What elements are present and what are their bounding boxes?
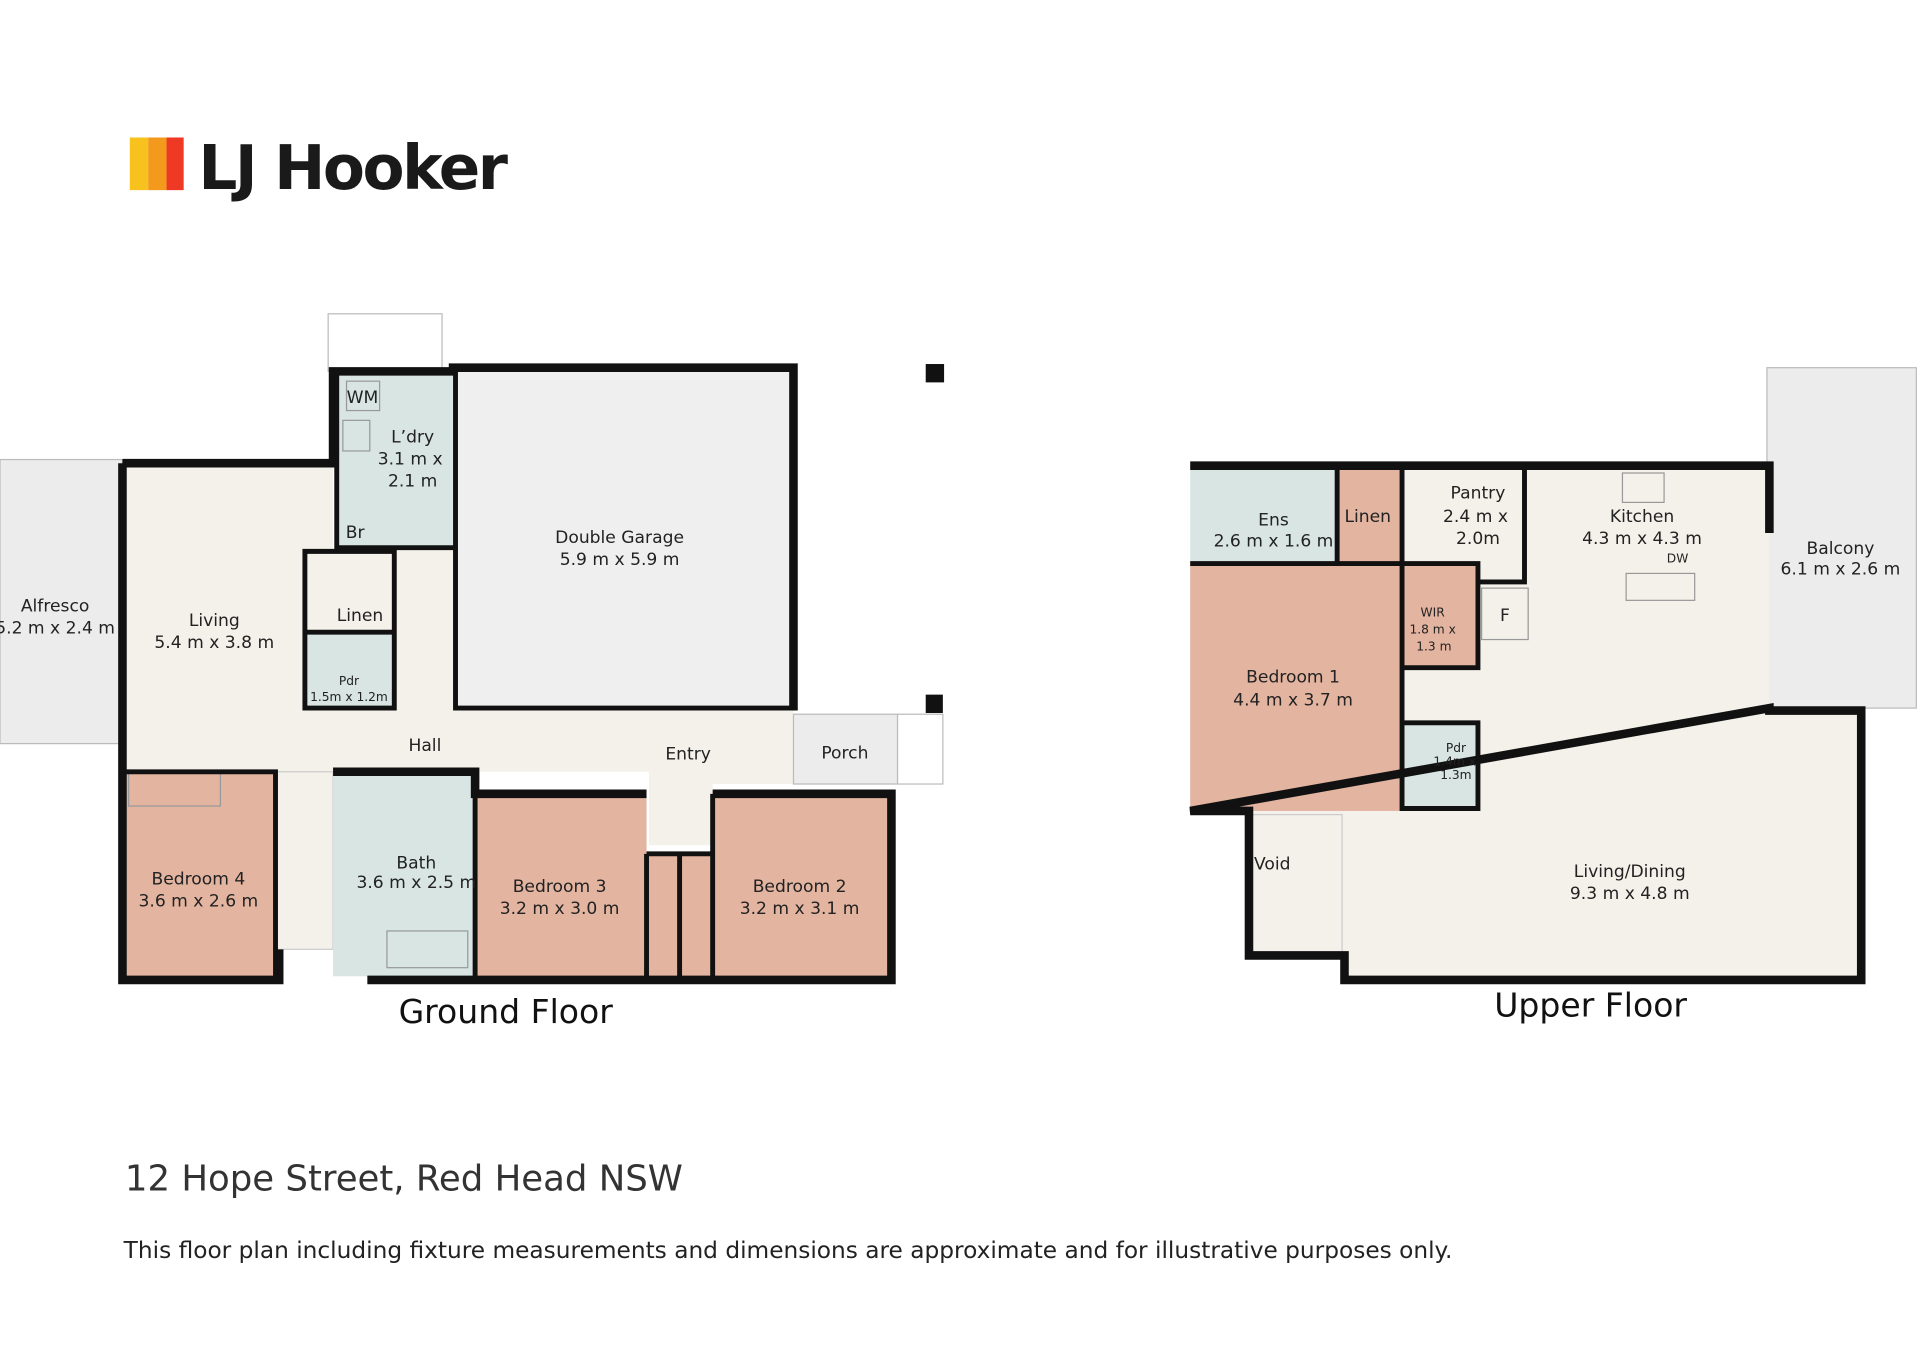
lj-hooker-logo: LJ Hooker: [129, 133, 511, 204]
linen-room: [304, 551, 395, 633]
upper-rooms-pdr-name-label: Pdr: [1446, 741, 1467, 755]
laundry-room: [336, 371, 454, 548]
ground-rooms-bed4-name-label: Bedroom 4: [151, 869, 245, 889]
ground-rooms-pdr-dim-label: 1.5m x 1.2m: [310, 690, 388, 704]
upper-rooms-linen-label: Linen: [1344, 507, 1391, 527]
ground-rooms-bed3-name-label: Bedroom 3: [513, 877, 607, 897]
wir-room: [1402, 563, 1478, 668]
garage-room: [455, 371, 794, 709]
upper-rooms-balcony-dim-label: 6.1 m x 2.6 m: [1781, 560, 1901, 580]
upper-rooms-wir-dim2-label: 1.3 m: [1416, 640, 1451, 654]
property-address: 12 Hope Street, Red Head NSW: [125, 1159, 683, 1200]
ground-floor-plan: Alfresco 5.2 m x 2.4 m Living 5.4 m x 3.…: [0, 313, 1710, 1031]
pdr-room: [304, 632, 395, 709]
upper-floor-plan: Ens 2.6 m x 1.6 m Linen Pantry 2.4 m x 2…: [1189, 367, 1917, 1025]
ground-rooms-garage-name-label: Double Garage: [555, 528, 684, 548]
ens-room: [1190, 465, 1338, 564]
upper-rooms-ens-name-label: Ens: [1258, 511, 1289, 531]
ground-rooms-garage-dim-label: 5.9 m x 5.9 m: [560, 550, 680, 570]
upper-rooms-pantry-name-label: Pantry: [1451, 484, 1506, 504]
upper-floor-title: Upper Floor: [1494, 986, 1687, 1025]
porch-area: [792, 713, 899, 785]
upper-rooms-kitchen-name-label: Kitchen: [1610, 507, 1674, 527]
ground-rooms-living-dim-label: 5.4 m x 3.8 m: [154, 633, 274, 653]
upper-rooms-void-label: Void: [1254, 855, 1291, 875]
ground-rooms-hall-label: Hall: [408, 736, 441, 756]
upper-rooms-balcony-name-label: Balcony: [1806, 539, 1874, 559]
bedroom-3-room: [475, 793, 647, 980]
ground-rooms-living-name-label: Living: [189, 611, 240, 631]
upper-rooms-bed1-dim-label: 4.4 m x 3.7 m: [1233, 691, 1353, 711]
stairs: [274, 771, 334, 950]
upper-rooms-wir-dim1-label: 1.8 m x: [1409, 622, 1455, 636]
upper-rooms-pantry-dim2-label: 2.0m: [1456, 529, 1500, 549]
upper-rooms-living-name-label: Living/Dining: [1574, 862, 1686, 882]
balcony-area: [1766, 367, 1917, 709]
ground-rooms-laundry-name-label: L’dry: [391, 427, 434, 447]
upper-rooms-ens-dim-label: 2.6 m x 1.6 m: [1214, 531, 1334, 551]
upper-rooms-pdr-dim2-label: 1.3m: [1440, 768, 1471, 782]
upper-rooms-wir-name-label: WIR: [1421, 605, 1446, 619]
linen-upper-room: [1337, 465, 1403, 564]
upper-rooms-kitchen-dim-label: 4.3 m x 4.3 m: [1582, 529, 1702, 549]
ground-rooms-alfresco-dim-label: 5.2 m x 2.4 m: [0, 618, 115, 638]
upper-rooms-pantry-dim1-label: 2.4 m x: [1443, 507, 1508, 527]
ground-rooms-bed2-dim-label: 3.2 m x 3.1 m: [740, 899, 860, 919]
brand-name-label: LJ Hooker: [198, 133, 508, 204]
upper-rooms-bed1-name-label: Bedroom 1: [1246, 667, 1340, 687]
upper-rooms-living-dim-label: 9.3 m x 4.8 m: [1570, 884, 1690, 904]
bedroom-2-room: [712, 793, 892, 980]
ground-floor-title: Ground Floor: [399, 992, 614, 1031]
upper-rooms-f-label: F: [1500, 606, 1510, 626]
bath-room: [333, 771, 476, 977]
ground-rooms-alfresco-name-label: Alfresco: [21, 596, 90, 616]
living-hall-area: [122, 463, 794, 846]
alfresco-area: [0, 458, 124, 745]
ground-rooms-bath-name-label: Bath: [396, 854, 436, 874]
ground-rooms-bed4-dim-label: 3.6 m x 2.6 m: [138, 891, 258, 911]
ground-rooms-porch-label: Porch: [821, 743, 868, 763]
ground-rooms-br-label: Br: [346, 523, 366, 543]
ground-rooms-bath-dim-label: 3.6 m x 2.5 m: [356, 873, 476, 893]
ground-rooms-laundry-dim2-label: 2.1 m: [388, 471, 437, 491]
disclaimer-text: This floor plan including fixture measur…: [123, 1237, 1453, 1264]
ground-rooms-wm-label: WM: [347, 388, 379, 408]
upper-rooms-dw-label: DW: [1667, 551, 1689, 565]
bedroom-1-room: [1190, 563, 1403, 811]
upper-rooms-pdr-dim1-label: 1.4m x: [1433, 755, 1476, 769]
ground-rooms-bed2-name-label: Bedroom 2: [753, 877, 847, 897]
ground-rooms-pdr-name-label: Pdr: [339, 674, 360, 688]
ground-rooms-linen-label: Linen: [337, 606, 384, 626]
ground-rooms-laundry-dim1-label: 3.1 m x: [378, 449, 443, 469]
ground-rooms-bed3-dim-label: 3.2 m x 3.0 m: [500, 899, 620, 919]
ground-rooms-entry-label: Entry: [665, 745, 711, 765]
